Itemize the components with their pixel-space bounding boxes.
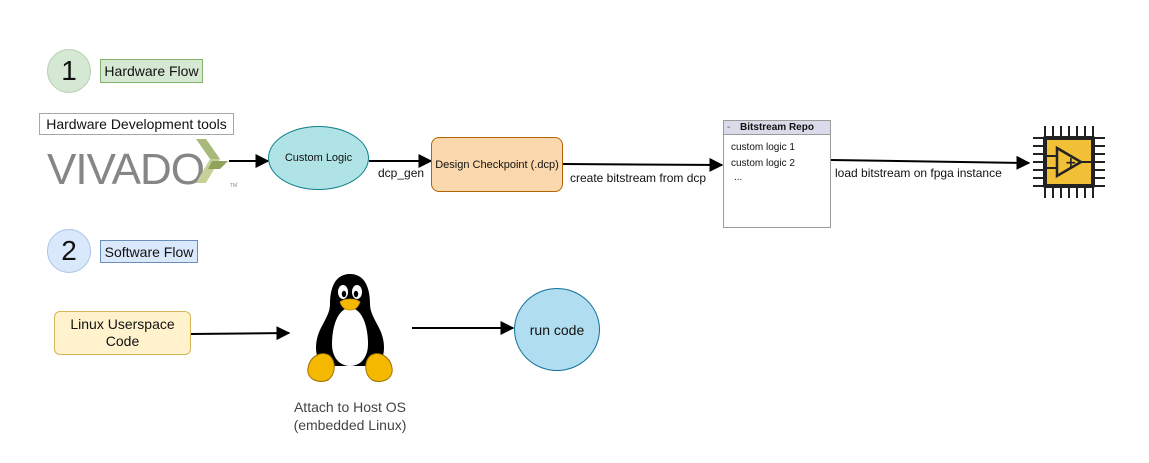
edge-label-dcp-gen: dcp_gen (378, 166, 425, 180)
custom-logic-node: Custom Logic (268, 126, 369, 190)
hardware-flow-tag: Hardware Flow (100, 59, 203, 83)
hardware-flow-title: Hardware Flow (104, 63, 199, 79)
hardware-tools-label-box: Hardware Development tools (39, 113, 234, 135)
edge-load-bitstream (830, 155, 1031, 170)
bitstream-repo-header: - Bitstream Repo (724, 121, 830, 135)
host-line-1: Attach to Host OS (293, 399, 407, 415)
custom-logic-label: Custom Logic (284, 152, 353, 164)
repo-item: custom logic 2 (731, 158, 795, 169)
host-os-caption: Attach to Host OS (embedded Linux) (280, 398, 420, 434)
edge-label-create-bitstream: create bitstream from dcp (570, 171, 707, 185)
fpga-chip-icon: + (1033, 126, 1105, 198)
userspace-line-2: Code (105, 333, 140, 349)
vivado-logo-text: VIVADO (47, 145, 205, 194)
design-checkpoint-node: Design Checkpoint (.dcp) (431, 137, 563, 192)
hardware-tools-label: Hardware Development tools (46, 116, 227, 132)
vivado-tm-mark: TM (230, 183, 238, 189)
userspace-line-1: Linux Userspace (70, 316, 175, 332)
software-step-badge: 2 (47, 229, 91, 273)
run-code-node: run code (514, 288, 600, 371)
software-step-number: 2 (61, 235, 77, 266)
hardware-step-number: 1 (61, 55, 77, 86)
vivado-logo: VIVADO TM (47, 139, 237, 195)
hardware-step-badge: 1 (47, 49, 91, 93)
edge-create-bitstream (562, 157, 724, 172)
edge-label-load-bitstream: load bitstream on fpga instance (835, 166, 1002, 180)
linux-userspace-code-node: Linux Userspace Code (54, 311, 191, 355)
bitstream-repo-title: Bitstream Repo (740, 122, 814, 133)
edge-userspace-to-host (190, 326, 291, 341)
svg-text:+: + (1065, 155, 1077, 171)
host-line-2: (embedded Linux) (293, 417, 407, 433)
repo-item: custom logic 1 (731, 142, 795, 153)
bitstream-repo-list: custom logic 1 custom logic 2 ... (724, 135, 830, 184)
linux-tux-icon (307, 274, 393, 382)
run-code-label: run code (529, 321, 585, 338)
repo-item: ... (734, 172, 743, 183)
vivado-chevron-icon (196, 139, 228, 183)
bitstream-repo: - Bitstream Repo custom logic 1 custom l… (723, 120, 831, 228)
collapse-dash-icon: - (727, 122, 731, 133)
software-flow-title: Software Flow (104, 243, 194, 260)
design-checkpoint-label: Design Checkpoint (.dcp) (435, 158, 559, 171)
software-flow-tag: Software Flow (100, 240, 198, 263)
